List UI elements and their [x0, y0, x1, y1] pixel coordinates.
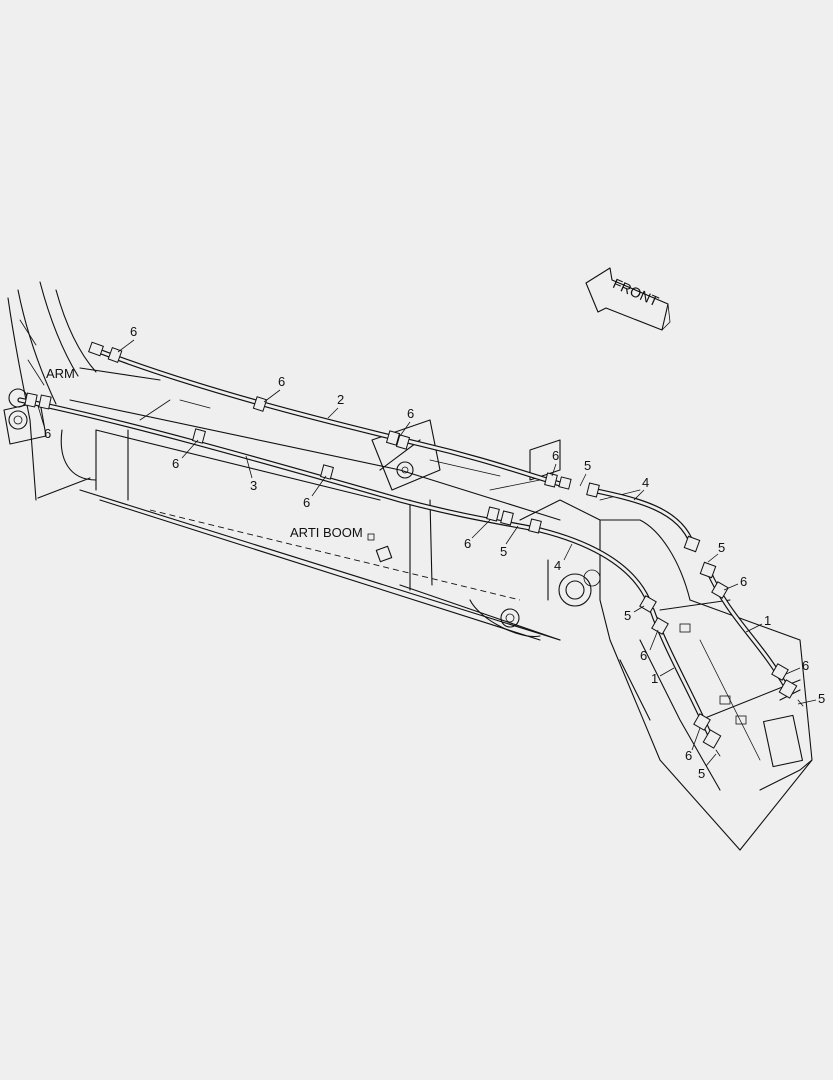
- callout-5: 5: [698, 766, 705, 781]
- callout-6: 6: [172, 456, 179, 471]
- callout-6: 6: [407, 406, 414, 421]
- callout-5: 5: [718, 540, 725, 555]
- hose-4-lower: [537, 527, 651, 603]
- callouts: 6 6 6 6 6 6 6 6 6 6 6 6 2 3 4 4 5 5 5: [37, 324, 825, 781]
- arm-label: ARM: [46, 366, 75, 381]
- callout-5: 5: [500, 544, 507, 559]
- hose-4-upper: [589, 487, 695, 547]
- callout-6: 6: [303, 495, 310, 510]
- callout-4: 4: [554, 558, 561, 573]
- callout-6: 6: [802, 658, 809, 673]
- callout-6: 6: [552, 448, 559, 463]
- arti-boom-label: ARTI BOOM: [290, 525, 363, 540]
- callout-6: 6: [685, 748, 692, 763]
- callout-2: 2: [337, 392, 344, 407]
- callout-5: 5: [624, 608, 631, 623]
- callout-1: 1: [651, 671, 658, 686]
- arti-boom-structure: ARTI BOOM: [69, 399, 601, 641]
- callout-6: 6: [44, 426, 51, 441]
- callout-5: 5: [584, 458, 591, 473]
- fittings: [24, 341, 804, 757]
- front-arrow: FRONT: [585, 267, 671, 331]
- main-boom-structure: [599, 489, 813, 851]
- callout-6: 6: [464, 536, 471, 551]
- hose-2: [93, 347, 563, 487]
- callout-3: 3: [250, 478, 257, 493]
- callout-6: 6: [640, 648, 647, 663]
- callout-6: 6: [278, 374, 285, 389]
- callout-1: 1: [764, 613, 771, 628]
- callout-4: 4: [642, 475, 649, 490]
- front-label: FRONT: [611, 275, 662, 309]
- hose-3: [17, 397, 543, 533]
- arm-structure: ARM: [3, 281, 161, 501]
- callout-6: 6: [130, 324, 137, 339]
- callout-6: 6: [740, 574, 747, 589]
- callout-5: 5: [818, 691, 825, 706]
